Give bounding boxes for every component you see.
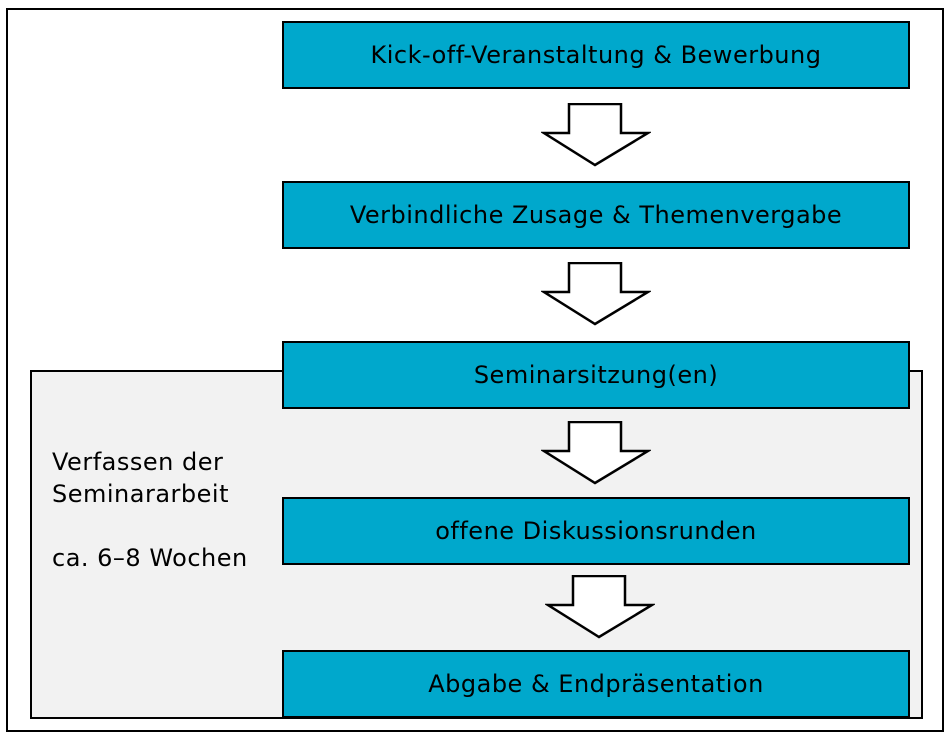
down-arrow-icon xyxy=(545,575,655,639)
phase-duration: ca. 6–8 Wochen xyxy=(52,544,248,572)
down-arrow-icon xyxy=(541,421,651,485)
step-confirmation: Verbindliche Zusage & Themenvergabe xyxy=(282,181,910,249)
phase-label-line2: Seminararbeit xyxy=(52,480,229,508)
step-kickoff: Kick-off-Veranstaltung & Bewerbung xyxy=(282,21,910,89)
down-arrow-icon xyxy=(541,262,651,326)
step-discussion-rounds: offene Diskussionsrunden xyxy=(282,497,910,565)
step-seminar-sessions: Seminarsitzung(en) xyxy=(282,341,910,409)
step-submission: Abgabe & Endpräsentation xyxy=(282,650,910,718)
phase-label-line1: Verfassen der xyxy=(52,448,224,476)
down-arrow-icon xyxy=(541,103,651,167)
